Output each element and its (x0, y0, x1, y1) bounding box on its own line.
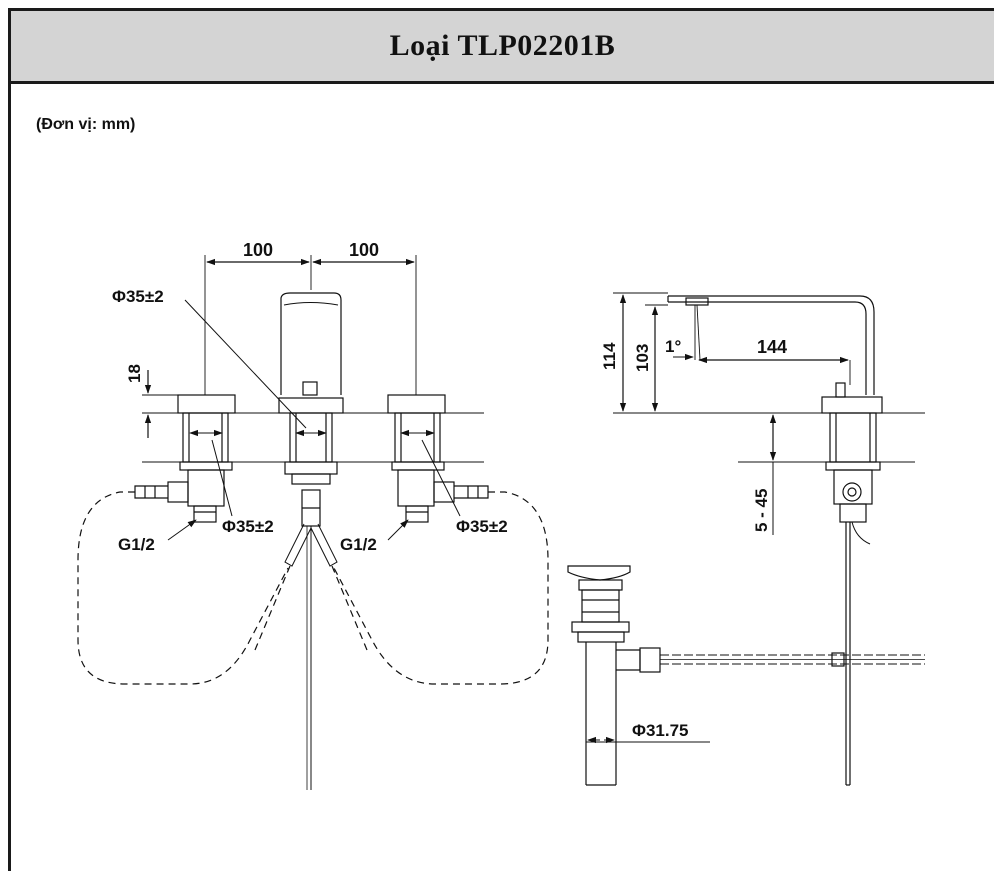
title-bar: Loại TLP02201B (11, 11, 994, 84)
thread-right: G1/2 (340, 535, 377, 554)
dim-pipe-diameter: Φ31.75 (632, 721, 689, 740)
drawing-frame (8, 8, 994, 871)
drain-assembly (567, 565, 710, 786)
dim-spout-reach: 144 (757, 337, 787, 357)
side-view (613, 292, 925, 786)
thread-left: G1/2 (118, 535, 155, 554)
dim-spout-height: 103 (633, 344, 652, 372)
page-title: Loại TLP02201B (389, 29, 616, 62)
dim-hole-left: Φ35±2 (222, 517, 274, 536)
dim-hole-center: Φ35±2 (112, 287, 164, 306)
dim-hole-right: Φ35±2 (456, 517, 508, 536)
dim-angle: 1° (665, 337, 681, 356)
dim-handle-height: 18 (125, 364, 144, 383)
dim-deck-thickness: 5 - 45 (752, 489, 771, 532)
dim-total-height: 114 (600, 342, 619, 370)
front-view (77, 255, 549, 790)
unit-note: (Đơn vị: mm) (36, 116, 136, 133)
dim-right-spacing: 100 (349, 240, 379, 260)
dim-left-spacing: 100 (243, 240, 273, 260)
